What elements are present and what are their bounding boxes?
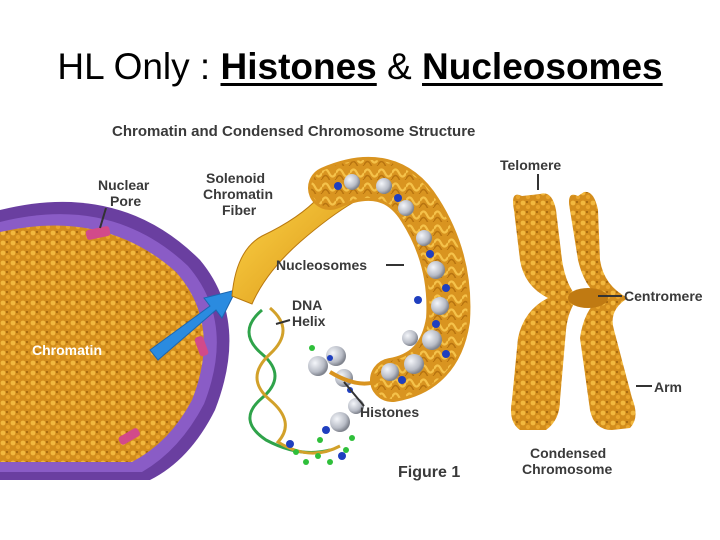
figure-caption: Figure 1: [398, 464, 460, 481]
label-solenoid-2: Chromatin: [203, 186, 273, 202]
dna-strand-a: [247, 308, 331, 454]
nuclear-pore-right: [194, 336, 209, 357]
dna-leader: [275, 319, 291, 325]
chromatid-left: [511, 193, 578, 430]
histones-leader: [343, 381, 365, 407]
nuclear-pore-top: [85, 226, 111, 240]
label-condensed-2: Chromosome: [522, 461, 612, 477]
label-arm: Arm: [654, 379, 682, 395]
title-prefix: HL Only :: [57, 46, 221, 87]
chromatid-right: [569, 191, 636, 430]
label-chromatin: Chromatin: [32, 342, 102, 358]
nuclear-pore-leader: [99, 207, 107, 229]
label-solenoid-3: Fiber: [222, 202, 257, 218]
dna-blue-dots: [286, 426, 346, 460]
title-histones: Histones: [220, 46, 377, 87]
nucleosome-coil: [308, 156, 471, 402]
label-telomere: Telomere: [500, 157, 561, 173]
title-nucleosomes: Nucleosomes: [422, 46, 663, 87]
slide-title: HL Only : Histones & Nucleosomes: [0, 46, 720, 88]
label-nucleosomes: Nucleosomes: [276, 257, 367, 273]
dna-strand-b: [255, 306, 341, 455]
dna-helix: [247, 306, 355, 465]
label-nuclear-pore-2: Pore: [110, 193, 141, 209]
chromatin-figure: Chromatin and Condensed Chromosome Struc…: [0, 123, 703, 481]
zoom-arrow: [149, 289, 237, 361]
label-solenoid-1: Solenoid: [206, 170, 265, 186]
chromatin-mass: [0, 225, 204, 462]
label-centromere: Centromere: [624, 288, 703, 304]
nucleus: [0, 201, 230, 480]
coil-histones: [344, 174, 449, 381]
label-dna-2: Helix: [292, 313, 326, 329]
label-histones: Histones: [360, 404, 419, 420]
figure-heading: Chromatin and Condensed Chromosome Struc…: [112, 123, 475, 140]
coil-blue-dots: [334, 182, 450, 384]
nuclear-pore-bottom: [118, 428, 140, 445]
title-ampersand: &: [376, 46, 423, 87]
condensed-chromosome: [511, 191, 636, 430]
label-dna-1: DNA: [292, 297, 322, 313]
centromere: [568, 288, 608, 308]
loose-histones: [308, 346, 381, 432]
label-condensed-1: Condensed: [530, 445, 606, 461]
label-nuclear-pore-1: Nuclear: [98, 177, 150, 193]
